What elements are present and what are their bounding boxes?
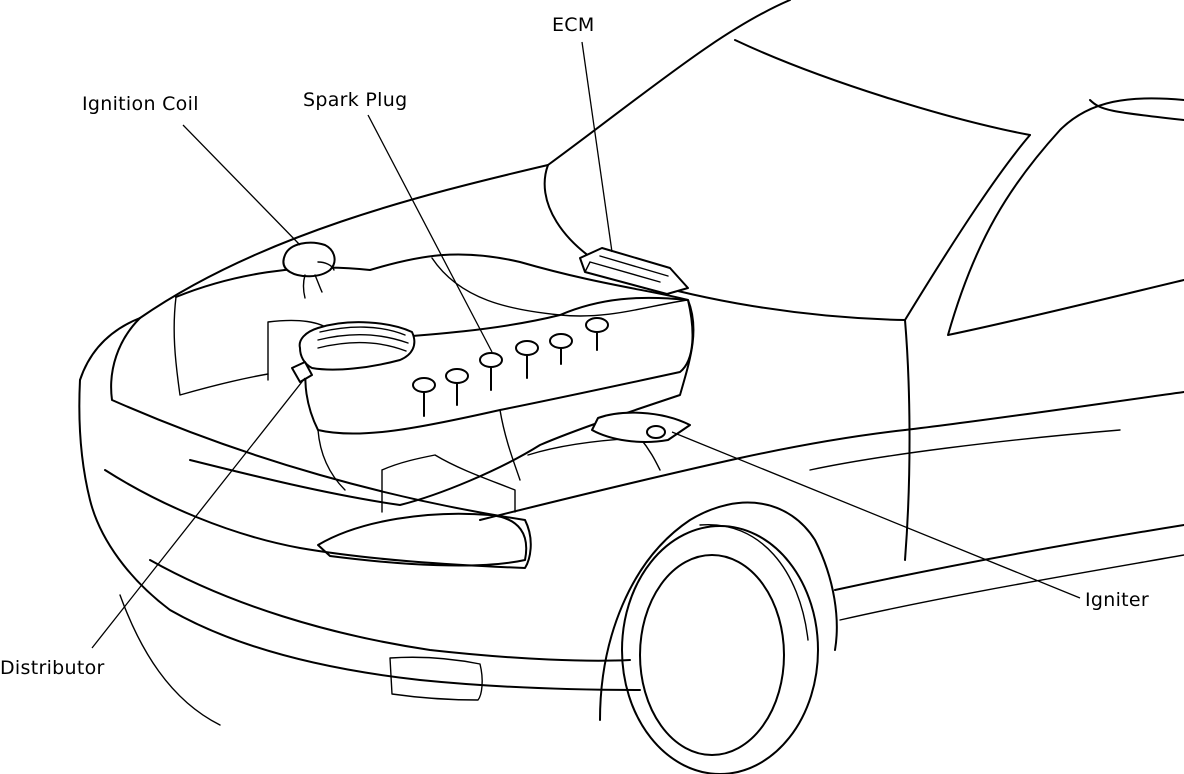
engine-block bbox=[304, 296, 694, 435]
spark-plug-2 bbox=[445, 368, 469, 406]
radiator-support bbox=[173, 296, 269, 396]
wheel-arch bbox=[599, 501, 838, 721]
igniter-part bbox=[591, 411, 691, 443]
ecm-leader-line bbox=[581, 41, 613, 253]
door-line bbox=[904, 391, 1184, 431]
bumper-lower-line bbox=[149, 559, 631, 662]
distributor-label: Distributor bbox=[0, 657, 105, 679]
distributor-part bbox=[291, 321, 416, 383]
hood-fender-line bbox=[904, 319, 911, 561]
spark-plug-label: Spark Plug bbox=[303, 89, 408, 111]
spark-plug-3 bbox=[479, 352, 503, 391]
spark-plug-leader-line bbox=[367, 114, 493, 353]
spark-plug-6 bbox=[585, 317, 609, 351]
intake-box-left bbox=[381, 454, 516, 513]
distributor-leader-line bbox=[91, 377, 306, 649]
hood-top-edge bbox=[139, 164, 549, 319]
spark-plug-4 bbox=[515, 340, 539, 379]
body-side-molding bbox=[839, 554, 1184, 621]
ignition-coil-leader-line bbox=[182, 124, 301, 246]
roof-line bbox=[734, 39, 1031, 136]
headlight-outer bbox=[104, 317, 532, 569]
ignition-coil-part bbox=[282, 241, 336, 299]
hood-front-edge bbox=[79, 317, 141, 381]
front-bumper-top bbox=[78, 379, 641, 691]
igniter-leader-line bbox=[671, 431, 1081, 599]
a-pillar bbox=[904, 134, 1031, 321]
windshield-top-line bbox=[547, 0, 791, 166]
rocker-line bbox=[834, 524, 1184, 591]
rear-pillar-curve bbox=[1089, 99, 1184, 121]
engine-lower bbox=[317, 409, 521, 491]
ecm-part bbox=[579, 247, 689, 295]
headlight-inner bbox=[317, 512, 528, 567]
fender-side-line bbox=[809, 429, 1121, 471]
windshield-base bbox=[543, 164, 906, 321]
ignition-coil-label: Ignition Coil bbox=[82, 93, 199, 115]
spark-plug-5 bbox=[549, 333, 573, 365]
tire-inner-arc bbox=[699, 524, 809, 641]
spark-plug-1 bbox=[412, 377, 436, 417]
ecm-label: ECM bbox=[552, 14, 595, 36]
fender-crease bbox=[479, 429, 906, 521]
spark-plug-row bbox=[412, 317, 609, 417]
engine-bay-opening bbox=[175, 253, 695, 506]
fog-lamp bbox=[389, 656, 483, 701]
wheel-rim bbox=[639, 554, 785, 756]
tire-outer bbox=[621, 525, 819, 774]
bumper-corner bbox=[119, 594, 221, 726]
igniter-label: Igniter bbox=[1085, 589, 1150, 611]
side-window-frame bbox=[947, 97, 1184, 336]
